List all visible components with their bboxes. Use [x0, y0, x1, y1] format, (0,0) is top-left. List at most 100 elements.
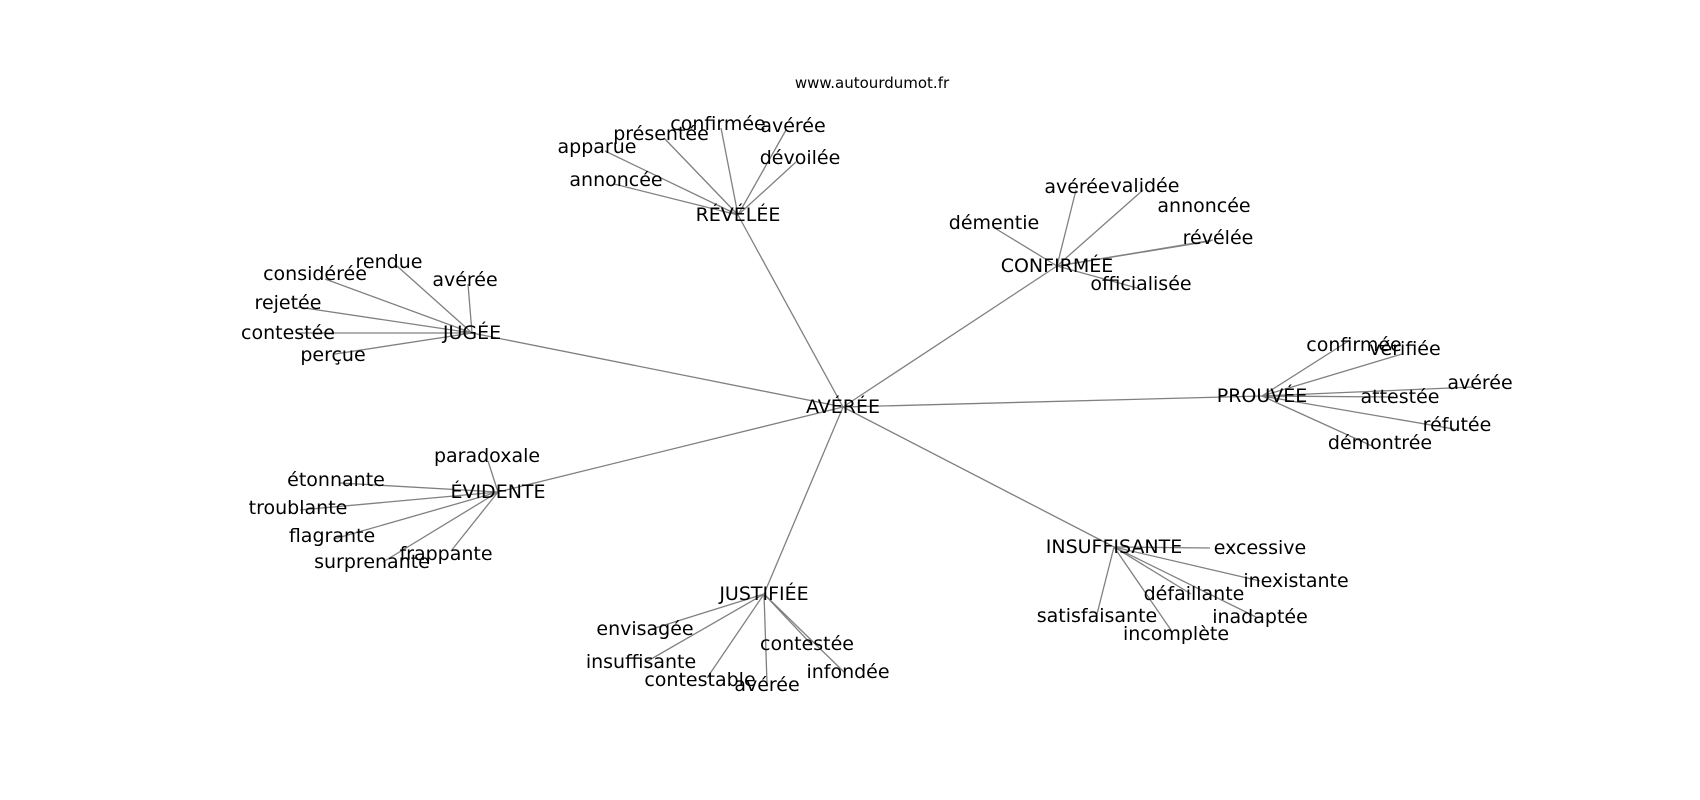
edge-center-to-hub: [471, 332, 844, 408]
edge-hub-to-word: [1113, 546, 1257, 618]
word-node[interactable]: inexistante: [1243, 570, 1348, 592]
word-node[interactable]: contestée: [241, 322, 335, 344]
word-node[interactable]: considérée: [263, 263, 367, 285]
word-node[interactable]: avérée: [432, 269, 497, 291]
word-node[interactable]: annoncée: [1157, 195, 1250, 217]
source-url: www.autourdumot.fr: [795, 74, 950, 92]
word-node[interactable]: inadaptée: [1212, 606, 1308, 628]
edge-center-to-hub: [842, 406, 1115, 548]
hub-node[interactable]: RÉVÉLÉE: [696, 203, 781, 226]
word-node[interactable]: perçue: [300, 344, 365, 366]
word-node[interactable]: excessive: [1214, 537, 1306, 559]
edge-center-to-hub: [737, 214, 844, 408]
edge-hub-to-word: [324, 278, 473, 334]
edge-hub-to-word: [382, 491, 499, 563]
edge-hub-to-word: [1261, 353, 1403, 397]
edge-hub-to-word: [299, 491, 499, 511]
hub-node[interactable]: INSUFFISANTE: [1046, 536, 1182, 558]
edge-hub-to-word: [450, 491, 499, 552]
word-node[interactable]: surprenante: [314, 551, 430, 573]
edge-hub-to-word: [1056, 265, 1138, 289]
hub-node[interactable]: ÉVIDENTE: [450, 480, 545, 503]
word-node[interactable]: vérifiée: [1369, 338, 1440, 360]
word-node[interactable]: apparue: [558, 136, 637, 158]
word-node[interactable]: insuffisante: [586, 651, 696, 673]
edge-hub-to-word: [297, 306, 473, 334]
edge-hub-to-word: [992, 226, 1058, 267]
edge-hub-to-word: [333, 491, 499, 540]
edge-hub-to-word: [737, 161, 797, 216]
word-node[interactable]: annoncée: [569, 169, 662, 191]
edge-center-to-hub: [842, 395, 1263, 408]
edge-hub-to-word: [645, 593, 765, 663]
edge-center-to-hub: [842, 265, 1058, 408]
word-node[interactable]: paradoxale: [434, 445, 540, 467]
edge-hub-to-word: [720, 127, 739, 216]
word-node[interactable]: démontrée: [1328, 432, 1432, 454]
word-node[interactable]: contestée: [760, 633, 854, 655]
word-node[interactable]: avérée: [734, 674, 799, 696]
word-node[interactable]: frappante: [399, 543, 492, 565]
edge-hub-to-word: [1261, 395, 1395, 398]
word-node[interactable]: infondée: [806, 661, 889, 683]
word-node[interactable]: défaillante: [1144, 583, 1245, 605]
word-node[interactable]: envisagée: [596, 618, 693, 640]
word-node[interactable]: incomplète: [1123, 623, 1229, 645]
edge-hub-to-word: [1056, 189, 1144, 267]
edge-center-to-hub: [763, 406, 844, 595]
edge-hub-to-word: [487, 460, 499, 493]
edge-hub-to-word: [1113, 546, 1211, 549]
edge-hub-to-word: [763, 593, 846, 674]
hub-node[interactable]: CONFIRMÉE: [1001, 254, 1114, 277]
edge-hub-to-word: [613, 183, 739, 216]
edge-hub-to-word: [1056, 240, 1212, 267]
hub-node[interactable]: PROUVÉE: [1217, 384, 1308, 407]
word-node[interactable]: validée: [1111, 175, 1180, 197]
word-node[interactable]: avérée: [1044, 176, 1109, 198]
word-node[interactable]: confirmée: [1306, 334, 1401, 356]
edge-hub-to-word: [737, 129, 787, 216]
hub-node[interactable]: JUGÉE: [442, 321, 501, 344]
graph-edges: [297, 127, 1475, 684]
edge-hub-to-word: [1261, 339, 1351, 397]
edge-hub-to-word: [763, 593, 768, 684]
word-node[interactable]: réfutée: [1423, 414, 1492, 436]
edge-hub-to-word: [1261, 395, 1373, 447]
word-node[interactable]: présentée: [613, 123, 709, 145]
edge-hub-to-word: [339, 482, 499, 493]
edge-hub-to-word: [1113, 546, 1261, 582]
word-node[interactable]: dévoilée: [760, 147, 841, 169]
edge-hub-to-word: [1096, 546, 1115, 615]
edge-hub-to-word: [663, 137, 739, 216]
word-node[interactable]: rejetée: [255, 292, 322, 314]
word-node[interactable]: contestable: [644, 669, 755, 691]
word-node[interactable]: révélée: [1183, 227, 1254, 249]
word-node[interactable]: étonnante: [287, 469, 385, 491]
center-node[interactable]: AVÉRÉE: [806, 395, 880, 418]
edge-hub-to-word: [604, 150, 739, 216]
edge-hub-to-word: [467, 283, 473, 334]
edge-hub-to-word: [334, 332, 473, 355]
word-node[interactable]: satisfaisante: [1037, 605, 1158, 627]
edge-center-to-hub: [497, 406, 844, 493]
word-node[interactable]: flagrante: [289, 525, 375, 547]
edge-hub-to-word: [1056, 189, 1077, 267]
graph-labels: AVÉRÉERÉVÉLÉEapparueprésentéeconfirméeav…: [241, 113, 1513, 696]
word-node[interactable]: confirmée: [670, 113, 765, 135]
edge-hub-to-word: [651, 593, 765, 630]
word-node[interactable]: démentie: [949, 212, 1039, 234]
word-node[interactable]: avérée: [1447, 372, 1512, 394]
edge-hub-to-word: [396, 265, 473, 334]
word-node[interactable]: rendue: [356, 251, 423, 273]
edge-hub-to-word: [706, 593, 765, 679]
edge-hub-to-word: [1113, 546, 1172, 631]
word-node[interactable]: officialisée: [1090, 273, 1191, 295]
edge-hub-to-word: [1261, 386, 1475, 397]
word-node[interactable]: avérée: [760, 115, 825, 137]
hub-node[interactable]: JUSTIFIÉE: [718, 582, 808, 605]
word-node[interactable]: attestée: [1361, 386, 1440, 408]
edge-hub-to-word: [1261, 395, 1455, 430]
word-node[interactable]: troublante: [249, 497, 348, 519]
